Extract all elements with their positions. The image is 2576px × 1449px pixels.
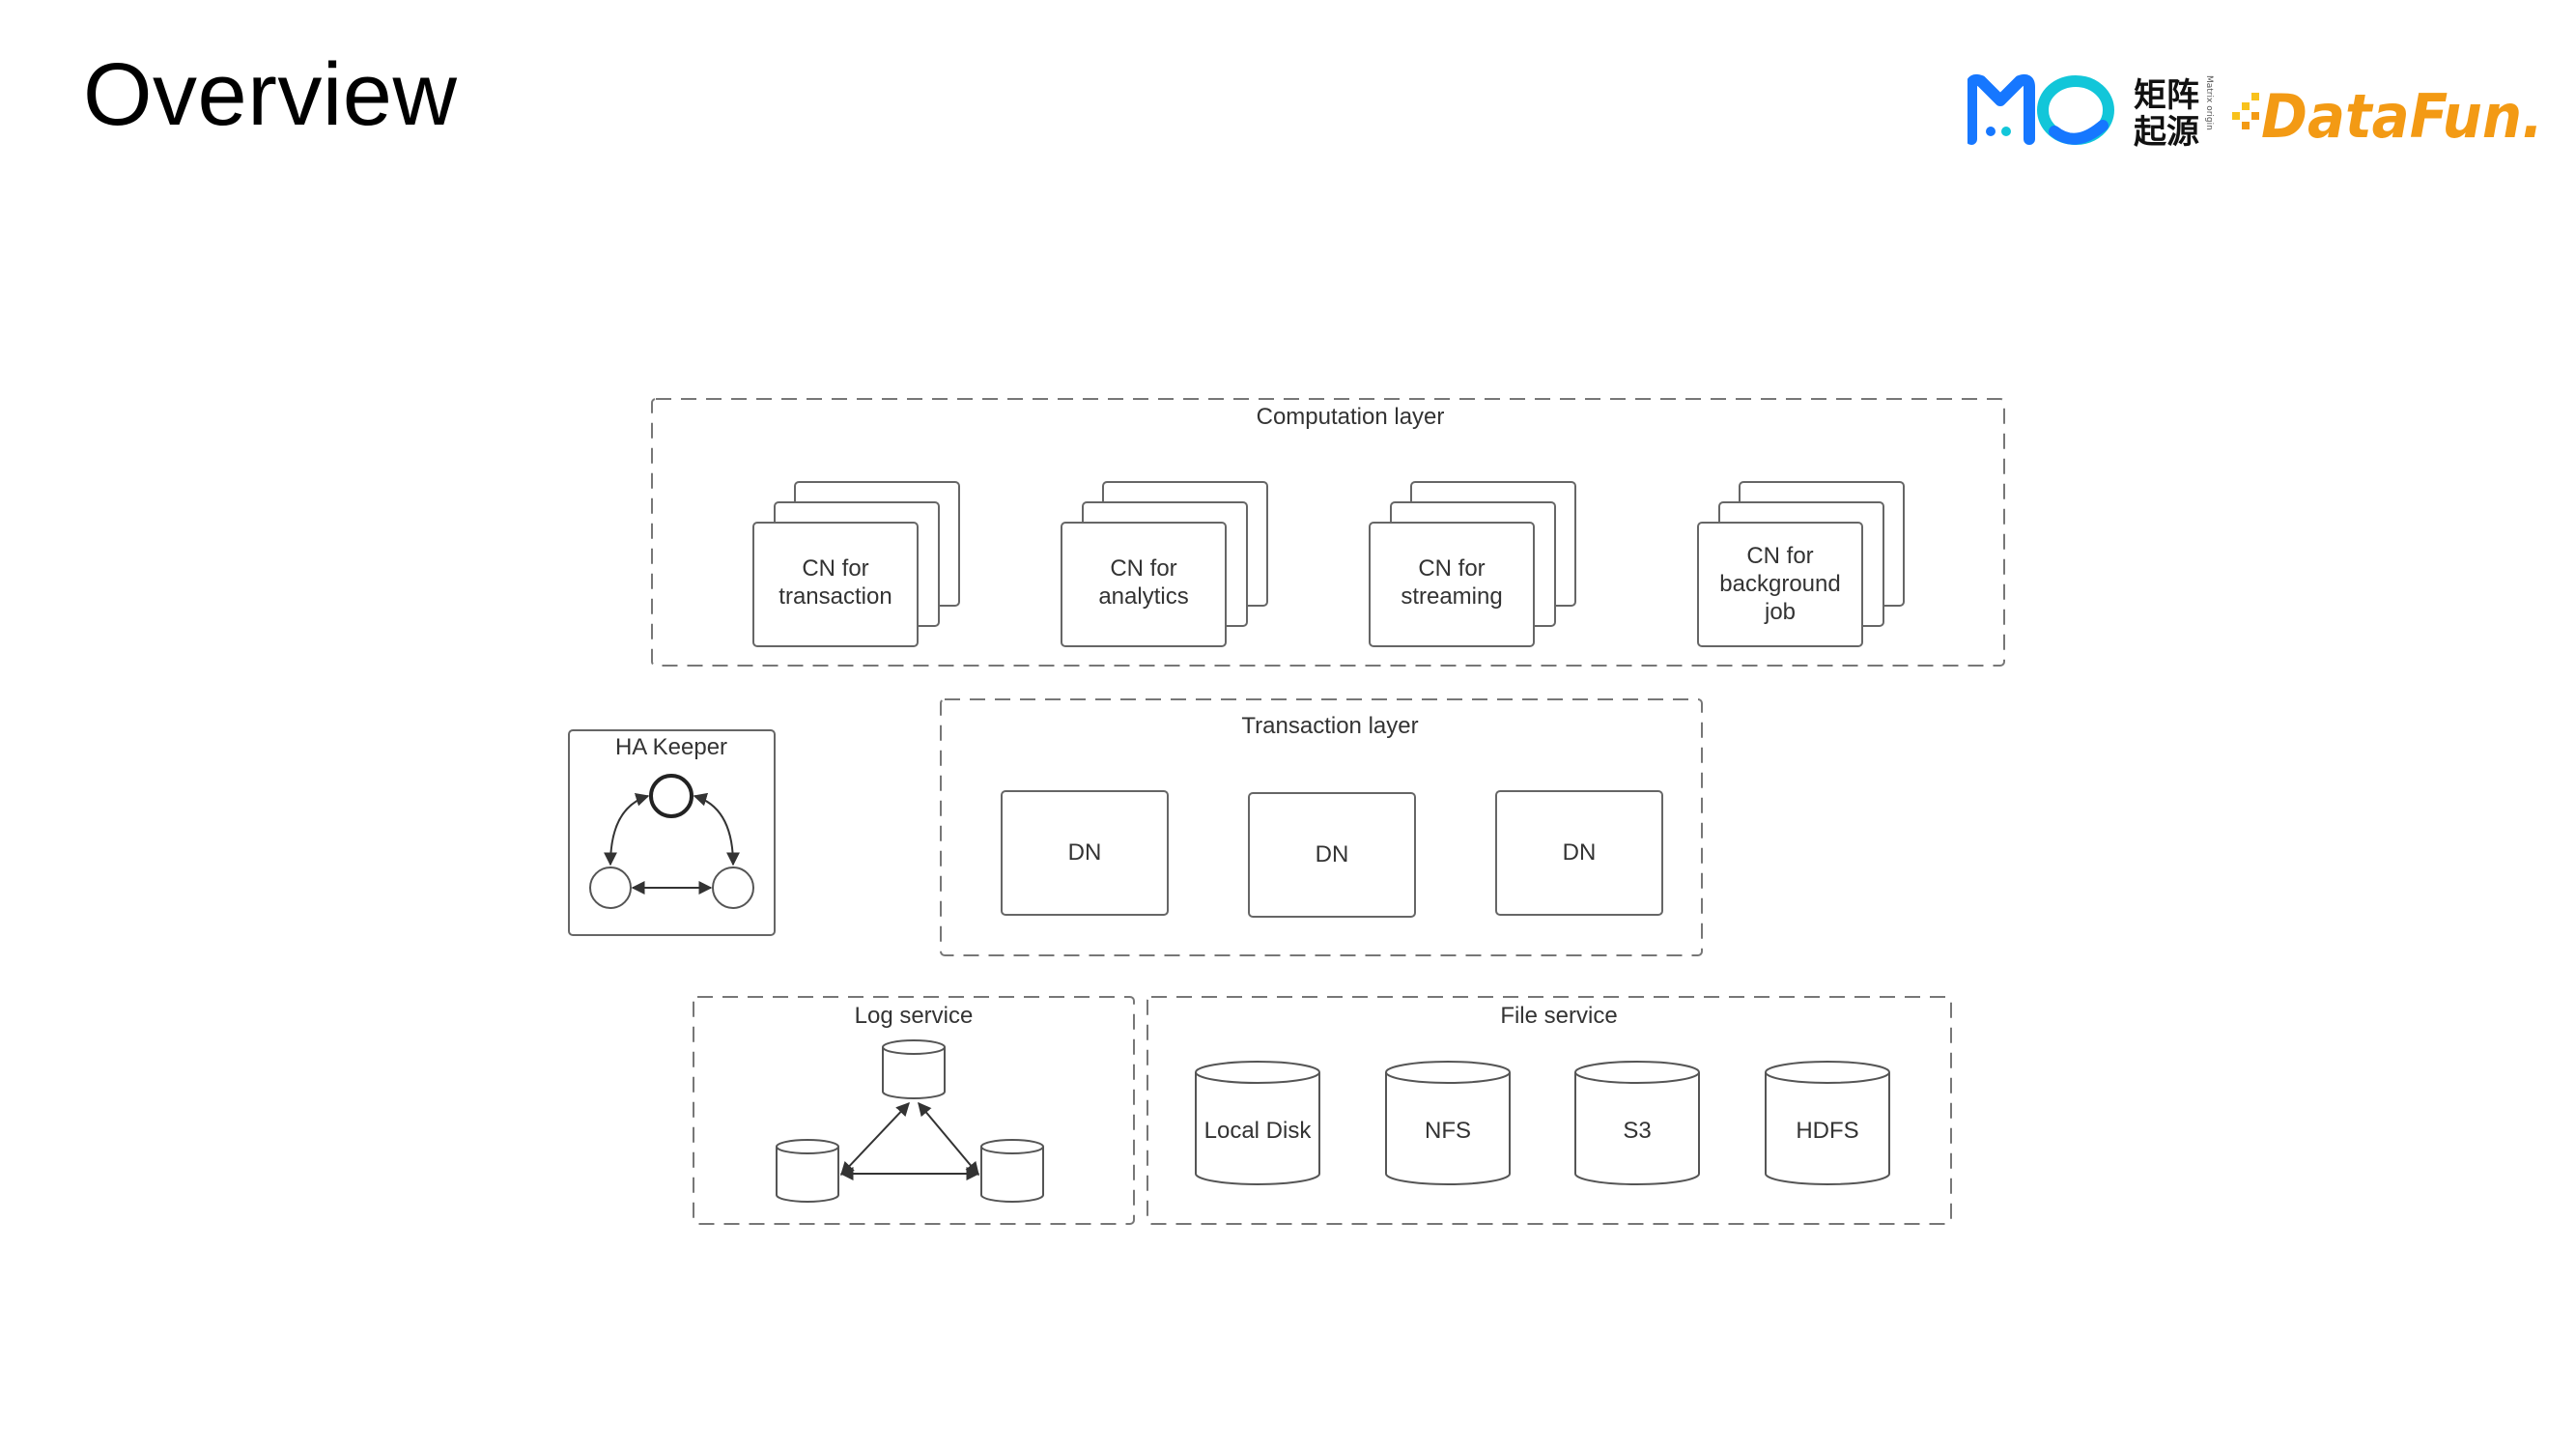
cn-analytics-label-2: analytics xyxy=(1098,583,1188,610)
cn-streaming-label-1: CN for xyxy=(1418,555,1485,582)
brand-logos: 矩阵 起源 Matrix origin DataFun. xyxy=(1967,73,2543,149)
storage-label: NFS xyxy=(1425,1118,1471,1144)
dn-node-label: DN xyxy=(1316,841,1349,867)
storage-label: HDFS xyxy=(1796,1118,1858,1144)
storage-local-disk: Local Disk xyxy=(1195,1061,1320,1185)
file-service: File service Local Disk NFS S3 HDFS xyxy=(1146,996,1952,1225)
log-service-border xyxy=(693,996,1135,1225)
mo-cn-line2: 起源 xyxy=(2134,113,2199,149)
dn-node xyxy=(1001,790,1169,916)
file-service-border xyxy=(1146,996,1952,1225)
cn-transaction-label-2: transaction xyxy=(778,583,892,610)
log-service: Log service xyxy=(693,996,1135,1225)
log-replication-link xyxy=(918,1101,979,1177)
storage-label: S3 xyxy=(1623,1118,1651,1144)
mo-en-text: Matrix origin xyxy=(2204,75,2214,130)
log-storage-cylinder xyxy=(980,1139,1044,1203)
computation-layer: Computation layer CN for transaction CN … xyxy=(651,398,2005,667)
datafun-text: DataFun. xyxy=(2261,81,2543,149)
datafun-logo: DataFun. xyxy=(2232,81,2543,149)
ha-keeper-link xyxy=(604,793,650,867)
log-replication-link xyxy=(840,1101,910,1177)
transaction-layer-title: Transaction layer xyxy=(1241,713,1418,739)
transaction-layer-border xyxy=(940,698,1703,956)
ha-keeper-follower-node xyxy=(589,867,632,909)
cn-streaming-node: CN for streaming xyxy=(1369,481,1576,647)
cn-background-label-1: CN for xyxy=(1746,543,1813,569)
ha-keeper-follower-node xyxy=(712,867,754,909)
cn-background-label-3: job xyxy=(1764,599,1796,625)
mo-cn-line1: 矩阵 xyxy=(2134,76,2199,115)
dn-node-label: DN xyxy=(1563,839,1597,866)
log-storage-cylinder xyxy=(776,1139,839,1203)
dn-node xyxy=(1495,790,1663,916)
cn-transaction-node: CN for transaction xyxy=(752,481,960,647)
cn-background-label-2: background xyxy=(1719,571,1840,597)
page-title: Overview xyxy=(83,45,458,144)
cn-background-job-node: CN for background job xyxy=(1697,481,1905,647)
log-storage-cylinder xyxy=(882,1039,946,1099)
log-service-title: Log service xyxy=(855,1003,974,1029)
cn-streaming-label-2: streaming xyxy=(1401,583,1502,610)
storage-hdfs: HDFS xyxy=(1765,1061,1890,1185)
cn-analytics-node: CN for analytics xyxy=(1061,481,1268,647)
dn-node xyxy=(1248,792,1416,918)
ha-keeper: HA Keeper xyxy=(568,729,776,936)
computation-layer-title: Computation layer xyxy=(1257,404,1445,430)
file-service-title: File service xyxy=(1500,1003,1617,1029)
storage-nfs: NFS xyxy=(1385,1061,1511,1185)
cn-transaction-label-1: CN for xyxy=(802,555,868,582)
computation-layer-border xyxy=(651,398,2005,667)
cn-analytics-label-1: CN for xyxy=(1110,555,1176,582)
transaction-layer: Transaction layer DN DN DN xyxy=(940,698,1703,956)
ha-keeper-title: HA Keeper xyxy=(615,734,727,760)
matrixorigin-logo: 矩阵 起源 Matrix origin xyxy=(1967,73,2214,149)
ha-keeper-link xyxy=(693,792,740,867)
storage-s3: S3 xyxy=(1574,1061,1700,1185)
dn-node-label: DN xyxy=(1068,839,1102,866)
storage-label: Local Disk xyxy=(1204,1118,1313,1144)
ha-keeper-leader-node xyxy=(649,774,694,818)
